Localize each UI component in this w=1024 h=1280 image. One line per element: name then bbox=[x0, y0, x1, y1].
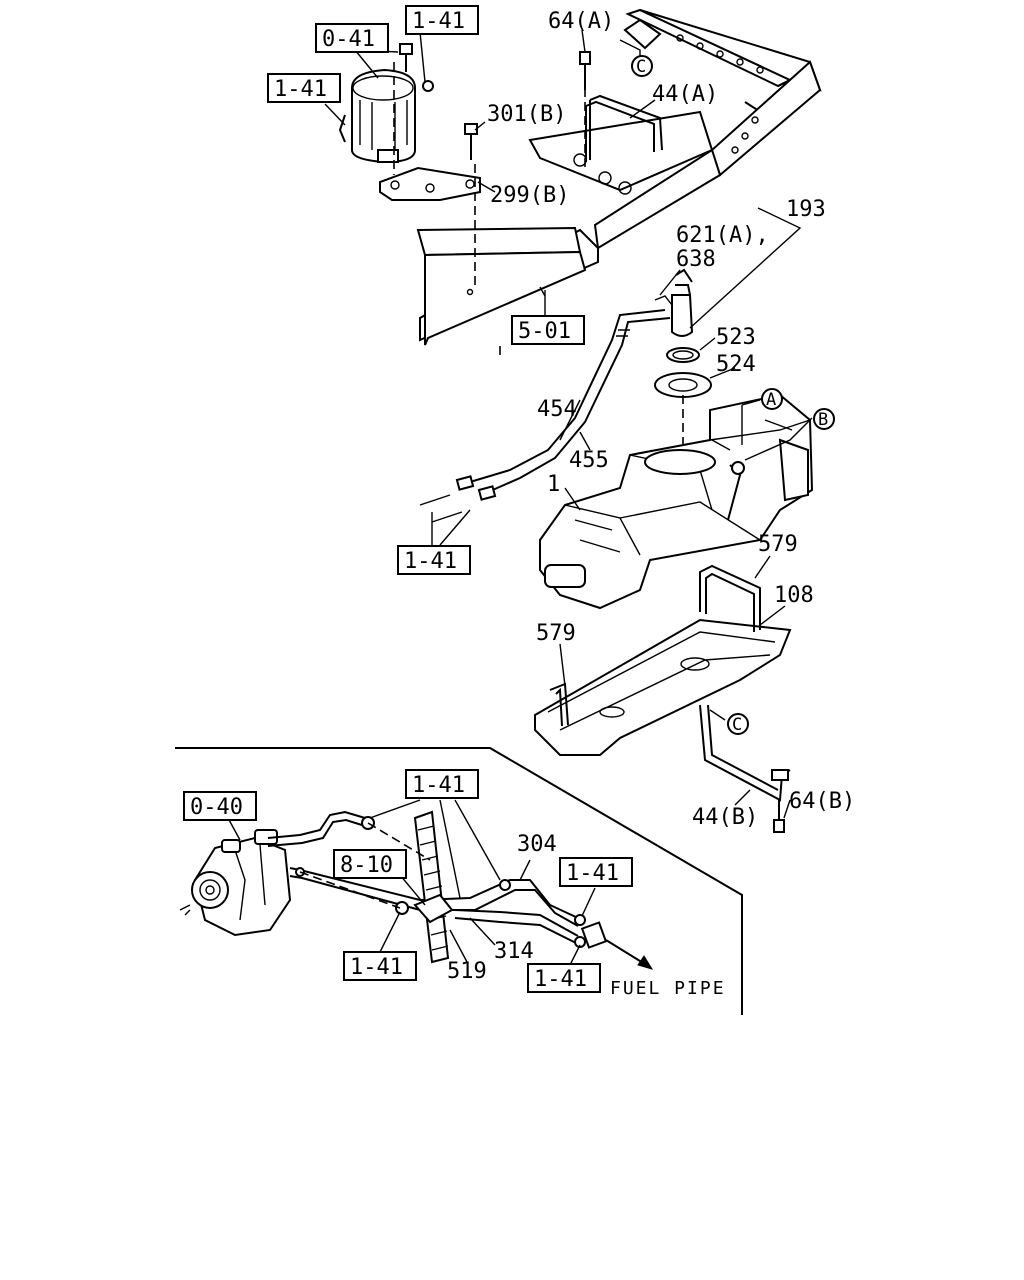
svg-text:1-41: 1-41 bbox=[350, 955, 403, 980]
tank-skid-plate bbox=[534, 564, 792, 833]
label-579-lower: 579 bbox=[536, 621, 576, 646]
label-44a: 44(A) bbox=[652, 82, 718, 107]
ref-box-1-41-bottom-right: 1-41 bbox=[527, 963, 601, 993]
svg-text:C: C bbox=[732, 715, 742, 735]
svg-text:1-41: 1-41 bbox=[412, 773, 465, 798]
svg-text:1-41: 1-41 bbox=[534, 967, 587, 992]
label-304: 304 bbox=[517, 832, 557, 857]
svg-text:8-10: 8-10 bbox=[340, 853, 393, 878]
lower-fuel-lines bbox=[267, 810, 608, 964]
label-108: 108 bbox=[774, 583, 814, 608]
svg-text:C: C bbox=[636, 57, 646, 77]
svg-text:1-41: 1-41 bbox=[274, 77, 327, 102]
ref-box-5-01: 5-01 bbox=[511, 315, 585, 345]
label-638: 638 bbox=[676, 247, 716, 272]
svg-text:B: B bbox=[818, 410, 828, 430]
label-455: 455 bbox=[569, 448, 609, 473]
ref-box-0-41: 0-41 bbox=[315, 23, 389, 53]
ref-box-1-41-mid: 1-41 bbox=[397, 545, 471, 575]
ref-box-1-41-left: 1-41 bbox=[267, 73, 341, 103]
fuel-tank bbox=[539, 393, 814, 610]
ref-box-1-41-low: 1-41 bbox=[405, 769, 479, 799]
label-44b: 44(B) bbox=[692, 805, 758, 830]
fuel-filter-assembly bbox=[338, 43, 481, 201]
label-314: 314 bbox=[494, 939, 534, 964]
label-523: 523 bbox=[716, 325, 756, 350]
ref-box-1-41-top: 1-41 bbox=[405, 5, 479, 35]
chassis-frame bbox=[416, 8, 822, 346]
label-1: 1 bbox=[547, 472, 560, 497]
label-193: 193 bbox=[786, 197, 826, 222]
circle-ref-c-strap: C bbox=[727, 713, 749, 735]
svg-text:A: A bbox=[766, 390, 776, 410]
label-64b: 64(B) bbox=[789, 789, 855, 814]
circle-ref-b: B bbox=[813, 408, 835, 430]
svg-text:0-41: 0-41 bbox=[322, 27, 375, 52]
svg-text:1-41: 1-41 bbox=[404, 549, 457, 574]
injection-pump bbox=[179, 829, 292, 937]
inset-divider bbox=[175, 747, 743, 1015]
fuel-pipe-arrowhead bbox=[637, 955, 654, 970]
label-519: 519 bbox=[447, 959, 487, 984]
label-fuel-pipe: FUEL PIPE bbox=[610, 978, 726, 999]
svg-text:5-01: 5-01 bbox=[518, 319, 571, 344]
fuel-pump-sender bbox=[654, 268, 712, 398]
label-579-upper: 579 bbox=[758, 532, 798, 557]
svg-text:1-41: 1-41 bbox=[566, 861, 619, 886]
svg-text:0-40: 0-40 bbox=[190, 795, 243, 820]
circle-ref-a: A bbox=[761, 388, 783, 410]
fuel-lines-454-455 bbox=[419, 309, 671, 523]
label-64a: 64(A) bbox=[548, 9, 614, 34]
strap-44a bbox=[579, 51, 663, 162]
ref-box-0-40: 0-40 bbox=[183, 791, 257, 821]
label-454: 454 bbox=[537, 397, 577, 422]
label-524: 524 bbox=[716, 352, 756, 377]
ref-box-1-41-bottom-left: 1-41 bbox=[343, 951, 417, 981]
ref-box-1-41-right: 1-41 bbox=[559, 857, 633, 887]
label-301b: 301(B) bbox=[487, 102, 566, 127]
svg-text:1-41: 1-41 bbox=[412, 9, 465, 34]
circle-ref-c-top: C bbox=[631, 55, 653, 77]
label-621a: 621(A), bbox=[676, 223, 769, 248]
label-299b: 299(B) bbox=[490, 183, 569, 208]
ref-box-8-10: 8-10 bbox=[333, 849, 407, 879]
leader-lines bbox=[227, 29, 813, 966]
